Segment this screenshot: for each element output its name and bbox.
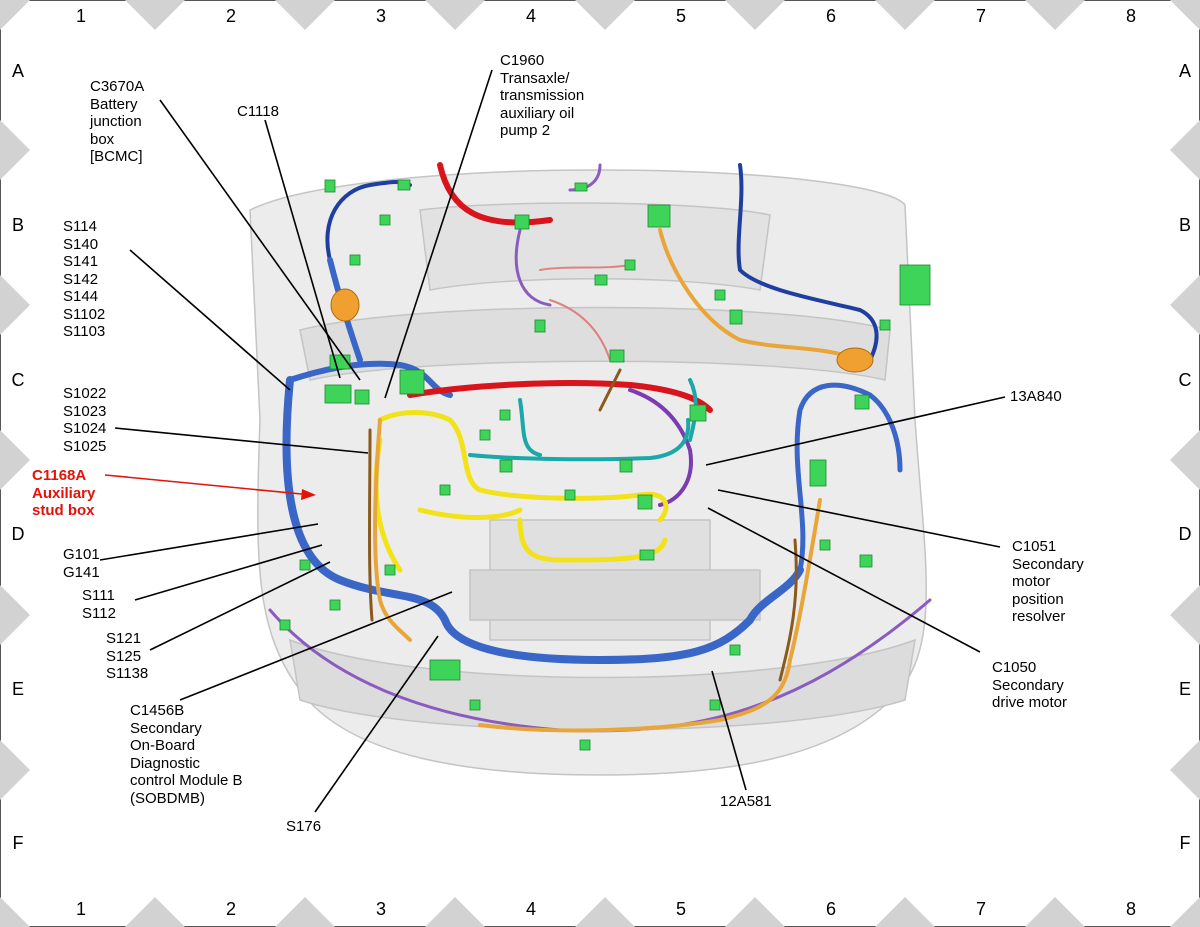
- callout-s121-splice-group: S121 S125 S1138: [106, 630, 149, 682]
- yellow-harness: [373, 410, 669, 573]
- callout-c1960-auxiliary-oil-pump: C1960 Transaxle/ transmission auxiliary …: [500, 52, 585, 139]
- callout-c1118: C1118: [237, 103, 279, 120]
- leader-lines: [99, 69, 1006, 813]
- callout-c1050-secondary-drive-motor: C1050 Secondary drive motor: [992, 659, 1068, 711]
- grid-row-f-left: F: [12, 833, 24, 853]
- callout-c1051-motor-position-resolver: C1051 Secondary motor position resolver: [1012, 538, 1084, 625]
- grid-row-e-left: E: [11, 679, 24, 699]
- callout-s111-splice-group: S111 S112: [82, 587, 116, 622]
- grid-col-5-top: 5: [675, 6, 686, 26]
- grid-col-2-bottom: 2: [225, 899, 236, 919]
- callout-12a581: 12A581: [720, 793, 772, 810]
- orange-harness: [373, 228, 862, 733]
- grid-row-c-left: C: [11, 370, 25, 390]
- grid-row-d-right: D: [1178, 524, 1192, 544]
- grid-col-8-bottom: 8: [1125, 899, 1136, 919]
- grid-col-4-top: 4: [525, 6, 536, 26]
- grid-row-d-left: D: [11, 524, 25, 544]
- grid-row-b-right: B: [1178, 215, 1191, 235]
- grid-col-7-top: 7: [975, 6, 986, 26]
- callout-s176: S176: [286, 818, 322, 835]
- grid-col-4-bottom: 4: [525, 899, 536, 919]
- callout-c3670a-battery-junction-box: C3670A Battery junction box [BCMC]: [90, 78, 145, 165]
- main-harness-blue: [282, 376, 804, 664]
- grid-row-f-right: F: [1179, 833, 1191, 853]
- callout-g101-ground-group: G101 G141: [63, 546, 100, 581]
- arrowhead-c1168a: [301, 489, 316, 500]
- grid-col-6-top: 6: [825, 6, 836, 26]
- grid-row-a-right: A: [1178, 61, 1191, 81]
- grid-col-1-bottom: 1: [75, 899, 86, 919]
- grid-row-a-left: A: [11, 61, 24, 81]
- callout-13a840: 13A840: [1010, 388, 1062, 405]
- callout-s114-splice-group: S114 S140 S141 S142 S144 S1102 S1103: [63, 218, 106, 340]
- grid-col-3-top: 3: [375, 6, 386, 26]
- grid-col-3-bottom: 3: [375, 899, 386, 919]
- front-harness-blue: [287, 360, 453, 398]
- leader-line-c1168a: [104, 474, 313, 496]
- connectors: [279, 179, 931, 751]
- callout-c1456b-sobdmb: C1456B Secondary On-Board Diagnostic con…: [130, 702, 243, 807]
- grid-col-2-top: 2: [225, 6, 236, 26]
- grid-row-b-left: B: [11, 215, 24, 235]
- grid-col-5-bottom: 5: [675, 899, 686, 919]
- grid-col-6-bottom: 6: [825, 899, 836, 919]
- grid-row-c-right: C: [1178, 370, 1192, 390]
- callout-s1022-splice-group: S1022 S1023 S1024 S1025: [63, 385, 107, 455]
- grid-col-8-top: 8: [1125, 6, 1136, 26]
- grid-row-e-right: E: [1178, 679, 1191, 699]
- pink-harness: [539, 264, 631, 361]
- grid-col-7-bottom: 7: [975, 899, 986, 919]
- callout-c1168a-auxiliary-stud-box: C1168A Auxiliary stud box: [32, 467, 96, 519]
- upper-right-harness-blue: [736, 163, 879, 362]
- connectors-orange: [330, 288, 874, 373]
- purple-harness-mid: [628, 388, 693, 507]
- grid-col-1-top: 1: [75, 6, 86, 26]
- brown-harness: [368, 368, 798, 682]
